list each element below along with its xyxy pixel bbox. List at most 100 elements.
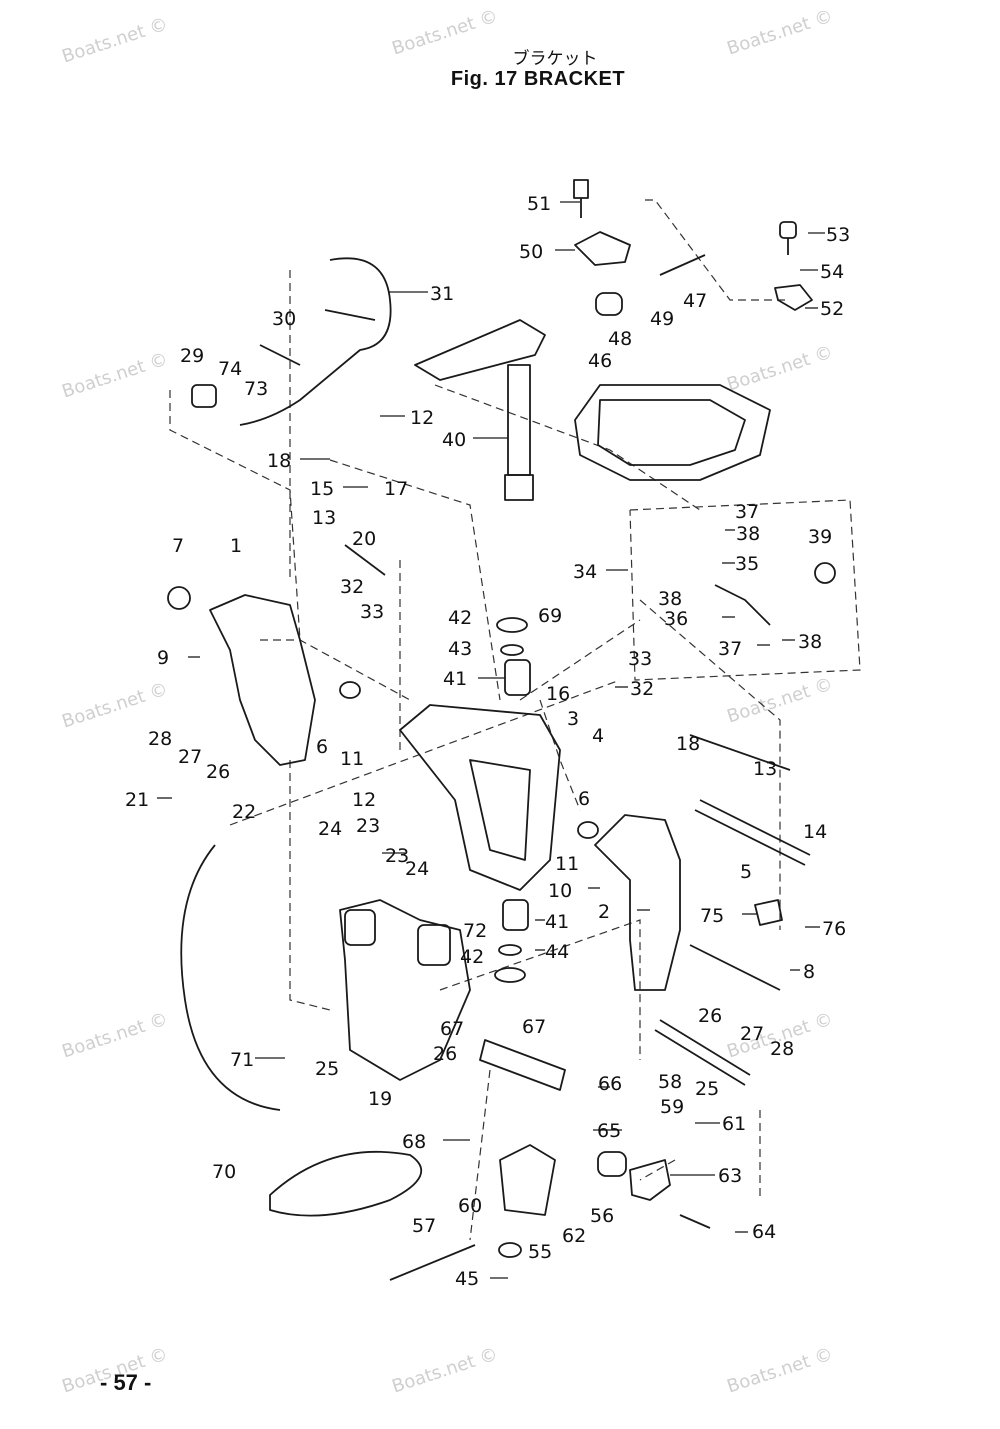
callout-38: 38 <box>736 523 760 545</box>
callout-17: 17 <box>384 478 408 500</box>
callout-42: 42 <box>448 607 472 629</box>
callout-56: 56 <box>590 1205 614 1227</box>
callout-10: 10 <box>548 880 572 902</box>
callout-26: 26 <box>206 761 230 783</box>
callout-26: 26 <box>698 1005 722 1027</box>
callout-37: 37 <box>735 501 759 523</box>
callout-45: 45 <box>455 1268 479 1290</box>
callout-leaders <box>157 201 825 1279</box>
callout-13: 13 <box>753 758 777 780</box>
callout-73: 73 <box>244 378 268 400</box>
callout-69: 69 <box>538 605 562 627</box>
figure-title: Fig. 17 BRACKET <box>450 68 626 90</box>
callout-60: 60 <box>458 1195 482 1217</box>
callout-58: 58 <box>658 1071 682 1093</box>
callout-67: 67 <box>522 1016 546 1038</box>
callout-67: 67 <box>440 1018 464 1040</box>
callout-2: 2 <box>598 901 610 923</box>
callout-3: 3 <box>567 708 579 730</box>
callout-18: 18 <box>267 450 291 472</box>
callout-66: 66 <box>598 1073 622 1095</box>
callout-11: 11 <box>340 748 364 770</box>
callout-13: 13 <box>312 507 336 529</box>
callout-1: 1 <box>230 535 242 557</box>
callout-20: 20 <box>352 528 376 550</box>
callout-70: 70 <box>212 1161 236 1183</box>
callout-35: 35 <box>735 553 759 575</box>
callout-24: 24 <box>405 858 429 880</box>
figure-title-japanese: ブラケット <box>512 49 598 69</box>
callout-11: 11 <box>555 853 579 875</box>
callout-43: 43 <box>448 638 472 660</box>
callout-42: 42 <box>460 946 484 968</box>
callout-72: 72 <box>463 920 487 942</box>
callout-47: 47 <box>683 290 707 312</box>
callout-15: 15 <box>310 478 334 500</box>
callout-25: 25 <box>315 1058 339 1080</box>
callout-23: 23 <box>356 815 380 837</box>
callout-28: 28 <box>148 728 172 750</box>
part-outlines <box>167 179 836 1281</box>
callout-29: 29 <box>180 345 204 367</box>
callout-27: 27 <box>740 1023 764 1045</box>
callout-71: 71 <box>230 1049 254 1071</box>
callout-24: 24 <box>318 818 342 840</box>
callout-30: 30 <box>272 308 296 330</box>
callout-33: 33 <box>360 601 384 623</box>
callout-41: 41 <box>443 668 467 690</box>
callout-9: 9 <box>157 647 169 669</box>
callout-16: 16 <box>546 683 570 705</box>
callout-21: 21 <box>125 789 149 811</box>
callout-65: 65 <box>597 1120 621 1142</box>
callout-49: 49 <box>650 308 674 330</box>
callout-32: 32 <box>340 576 364 598</box>
callout-63: 63 <box>718 1165 742 1187</box>
callout-7: 7 <box>172 535 184 557</box>
callout-36: 36 <box>664 608 688 630</box>
callout-64: 64 <box>752 1221 776 1243</box>
callout-57: 57 <box>412 1215 436 1237</box>
callout-38: 38 <box>798 631 822 653</box>
callout-39: 39 <box>808 526 832 548</box>
callout-61: 61 <box>722 1113 746 1135</box>
callout-41: 41 <box>545 911 569 933</box>
callout-68: 68 <box>402 1131 426 1153</box>
callout-19: 19 <box>368 1088 392 1110</box>
callout-50: 50 <box>519 241 543 263</box>
callout-37: 37 <box>718 638 742 660</box>
callout-62: 62 <box>562 1225 586 1247</box>
callout-74: 74 <box>218 358 242 380</box>
page-number: - 57 - <box>100 1370 152 1395</box>
callout-6: 6 <box>316 736 328 758</box>
callout-27: 27 <box>178 746 202 768</box>
callout-6: 6 <box>578 788 590 810</box>
callout-44: 44 <box>545 941 569 963</box>
callout-12: 12 <box>352 789 376 811</box>
callout-59: 59 <box>660 1096 684 1118</box>
assembly-guide-lines <box>169 199 861 1241</box>
callout-4: 4 <box>592 725 604 747</box>
callout-28: 28 <box>770 1038 794 1060</box>
callout-33: 33 <box>628 648 652 670</box>
callout-52: 52 <box>820 298 844 320</box>
callout-54: 54 <box>820 261 844 283</box>
callout-53: 53 <box>826 224 850 246</box>
callout-46: 46 <box>588 350 612 372</box>
callout-75: 75 <box>700 905 724 927</box>
callout-48: 48 <box>608 328 632 350</box>
callout-51: 51 <box>527 193 551 215</box>
callout-8: 8 <box>803 961 815 983</box>
callout-40: 40 <box>442 429 466 451</box>
callout-32: 32 <box>630 678 654 700</box>
callout-25: 25 <box>695 1078 719 1100</box>
callout-76: 76 <box>822 918 846 940</box>
callout-5: 5 <box>740 861 752 883</box>
callout-14: 14 <box>803 821 827 843</box>
callout-12: 12 <box>410 407 434 429</box>
callout-22: 22 <box>232 801 256 823</box>
callout-55: 55 <box>528 1241 552 1263</box>
callout-23: 23 <box>385 845 409 867</box>
callout-labels: 51 50 53 54 52 47 49 48 46 31 30 29 74 7… <box>125 193 850 1290</box>
